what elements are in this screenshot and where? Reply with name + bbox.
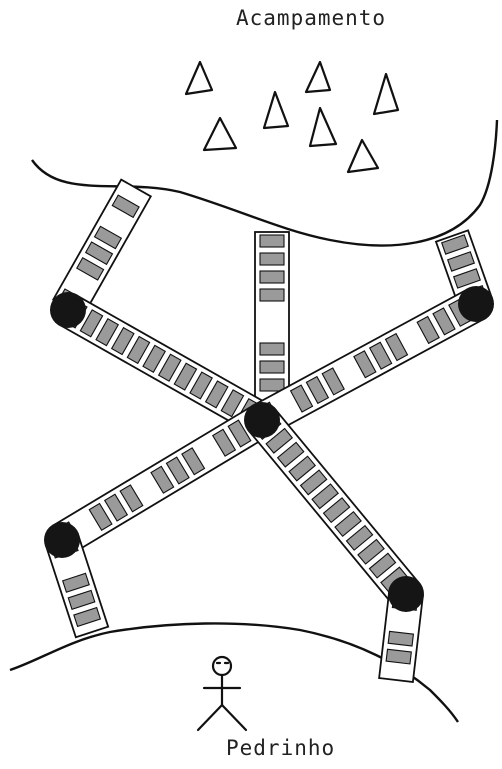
plank xyxy=(260,271,284,283)
plank xyxy=(260,379,284,391)
junction-dot-icon xyxy=(458,286,494,322)
plank xyxy=(260,235,284,247)
bridge-g xyxy=(249,409,419,605)
plank xyxy=(260,361,284,373)
junction-dot-icon xyxy=(50,292,86,328)
person-label: Pedrinho xyxy=(226,736,335,760)
plank xyxy=(386,649,411,664)
plank xyxy=(260,343,284,355)
plank xyxy=(260,289,284,301)
junction-dot-icon xyxy=(44,522,80,558)
bridge-f xyxy=(53,405,270,554)
camp-label: Acampamento xyxy=(236,6,386,30)
plank xyxy=(388,631,413,646)
junction-dot-icon xyxy=(388,576,424,612)
junction-dot-icon xyxy=(244,402,280,438)
plank xyxy=(260,253,284,265)
stick-figure-icon xyxy=(198,657,246,730)
tents-icon xyxy=(186,62,398,172)
